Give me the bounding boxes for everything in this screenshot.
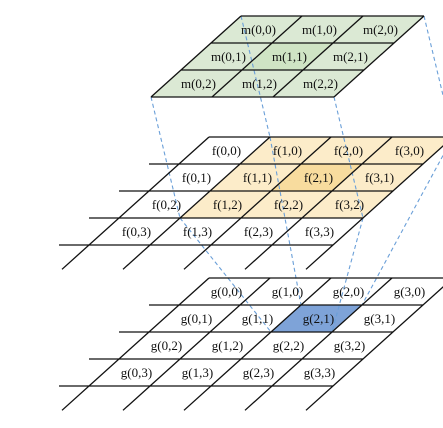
input-cell-label: f(0,2) [152,197,181,212]
input-cell-label: f(1,1) [243,170,272,185]
output-cell-label: g(2,0) [333,284,364,299]
cell-labels: m(0,0) m(1,0) m(2,0) m(0,1) m(1,1) m(2,1) m(0,… [121,22,425,380]
input-cell-label: f(2,2) [274,197,303,212]
output-cell-label: g(3,2) [334,338,365,353]
output-projection-line [361,154,443,306]
kernel-column-line [150,15,242,98]
input-column-line [122,136,271,270]
kernel-column-line [272,15,364,98]
output-column-line [122,277,271,411]
kernel-cell-label: m(2,1) [333,49,368,64]
kernel-column-line [211,15,303,98]
output-cell-label: g(1,2) [212,338,243,353]
kernel-cell-label: m(0,1) [211,49,246,64]
output-cell-label: g(3,0) [394,284,425,299]
input-column-line [61,136,210,270]
input-cell-label: f(0,0) [212,143,241,158]
input-cell-label: f(0,1) [182,170,211,185]
output-column-line [244,277,393,411]
output-column-line [61,277,210,411]
output-cell-label: g(1,0) [272,284,303,299]
kernel-cell-label: m(0,0) [241,22,276,37]
input-cell-label: f(1,3) [183,224,212,239]
input-window-cell [362,137,443,164]
output-cell-label: g(3,3) [304,365,335,380]
input-cell-label: f(3,3) [305,224,334,239]
output-cell-label: g(1,1) [242,311,273,326]
output-cell-label: g(0,3) [121,365,152,380]
input-column-line [244,136,393,270]
kernel-cell-label: m(1,1) [272,49,307,64]
kernel-column-line [333,15,425,98]
kernel-cell-label: m(1,2) [242,76,277,91]
input-cell-label: f(1,2) [213,197,242,212]
input-cell-label: f(3,1) [365,170,394,185]
output-cell-label: g(3,1) [364,311,395,326]
input-cell-label: f(0,3) [122,224,151,239]
kernel-cell-label: m(0,2) [181,76,216,91]
grid-lines [59,15,443,411]
output-projection-line [269,136,302,306]
input-cell-label: f(3,0) [395,143,424,158]
input-column-line [183,136,332,270]
output-cell-label: g(2,3) [243,365,274,380]
output-column-line [305,286,443,411]
projection-guides [150,15,443,333]
output-projection-line [331,217,364,333]
output-projection-line [179,217,272,333]
output-cell-label: g(1,3) [182,365,213,380]
input-cell-label: f(2,1) [304,170,333,185]
output-cell-label: g(0,2) [151,338,182,353]
input-column-line [305,145,443,270]
output-column-line [183,277,332,411]
kernel-cell-label: m(2,0) [363,22,398,37]
input-cell-label: f(2,3) [244,224,273,239]
kernel-cell-label: m(2,2) [303,76,338,91]
output-cell-label: g(0,0) [211,284,242,299]
output-cell-label: g(2,2) [273,338,304,353]
input-cell-label: f(3,2) [335,197,364,212]
output-cell-label: g(0,1) [181,311,212,326]
output-cell-label: g(2,1) [303,311,334,326]
kernel-cell-label: m(1,0) [302,22,337,37]
input-cell-label: f(2,0) [334,143,363,158]
kernel-projection-line [423,15,443,98]
input-cell-label: f(1,0) [273,143,302,158]
